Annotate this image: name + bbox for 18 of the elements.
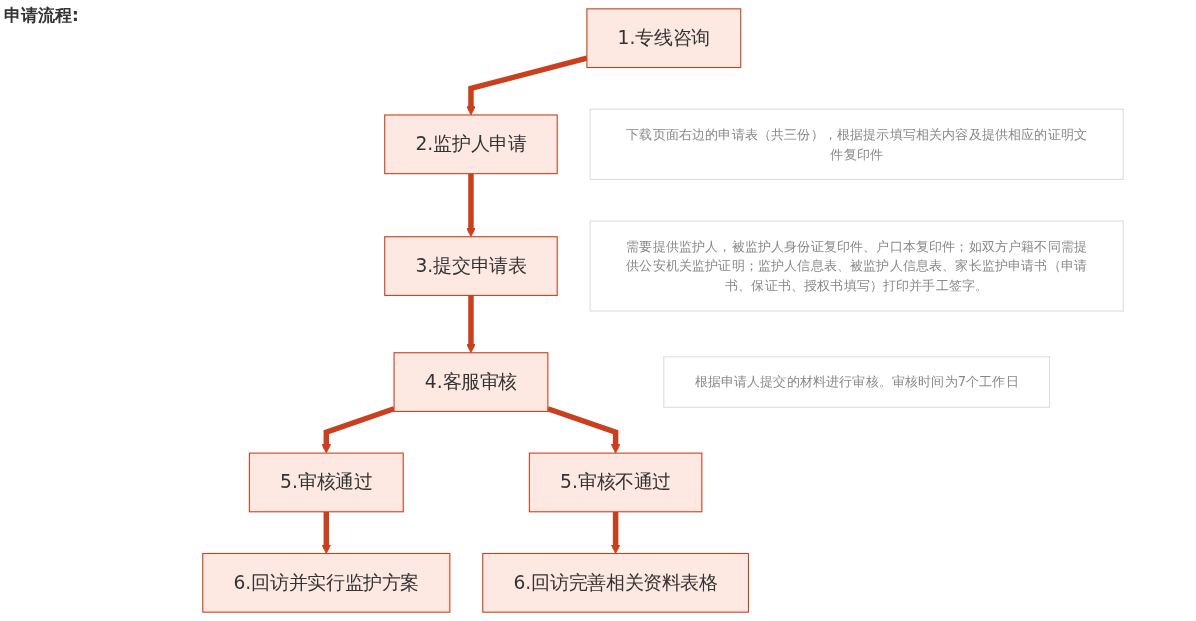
arrow [321, 406, 395, 454]
node-box: 下载页面右边的申请表（共三份），根据提示填写相关内容及提供相应的证明文件复印件 [589, 108, 1124, 180]
node-box: 6.回访并实行监护方案 [202, 552, 451, 613]
arrow [466, 173, 476, 238]
node-box: 1.专线咨询 [586, 8, 742, 69]
node-box: 根据申请人提交的材料进行审核。审核时间为7个工作日 [663, 356, 1051, 408]
node-box: 4.客服审核 [393, 352, 549, 412]
node-box: 5.审核通过 [248, 452, 404, 513]
node-box: 3.提交申请表 [384, 236, 558, 296]
node-box: 6.回访完善相关资料表格 [482, 552, 749, 613]
arrow [547, 406, 621, 454]
title: 申请流程: [4, 4, 79, 27]
arrow [610, 511, 621, 554]
node-box: 5.审核不通过 [528, 452, 703, 513]
arrow [321, 511, 332, 554]
node-box: 2.监护人申请 [384, 114, 558, 175]
arrow [466, 295, 476, 354]
node-box: 需要提供监护人，被监护人身份证复印件、户口本复印件；如双方户籍不同需提供公安机关监护证明；监护人信息表、被监护人信息表、家长监护申请书（申请书、保证书、授权书填写）打印并手工签字。 [589, 220, 1124, 312]
